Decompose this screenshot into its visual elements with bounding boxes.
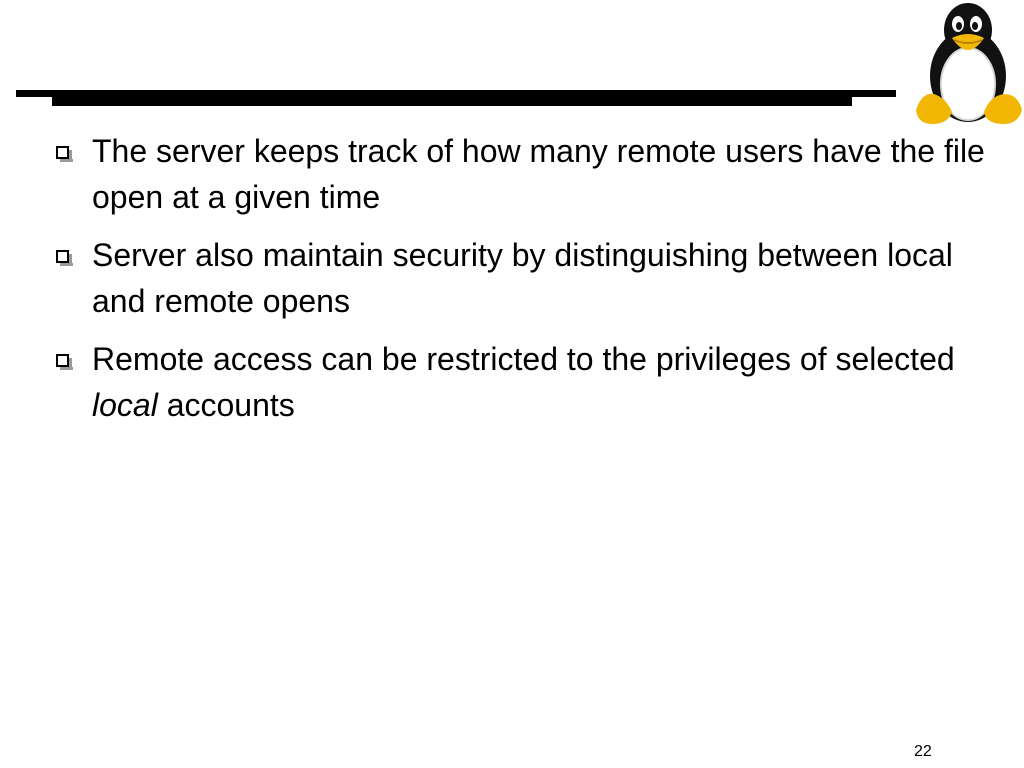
list-item: Server also maintain security by disting… [52, 232, 992, 324]
bullet-list: The server keeps track of how many remot… [52, 128, 992, 440]
bullet-text: The server keeps track of how many remot… [92, 133, 985, 215]
checkbox-bullet-icon [56, 250, 73, 266]
checkbox-bullet-icon [56, 354, 73, 370]
page-number: 22 [914, 743, 932, 760]
list-item: The server keeps track of how many remot… [52, 128, 992, 220]
bullet-text-after: accounts [157, 387, 295, 423]
title-rule-thick [52, 90, 852, 106]
bullet-text: Server also maintain security by disting… [92, 237, 953, 319]
list-item: Remote access can be restricted to the p… [52, 336, 992, 428]
checkbox-bullet-icon [56, 146, 73, 162]
bullet-text: Remote access can be restricted to the p… [92, 341, 955, 377]
tux-penguin-icon [916, 3, 1022, 124]
bullet-text-italic: local [92, 387, 158, 423]
